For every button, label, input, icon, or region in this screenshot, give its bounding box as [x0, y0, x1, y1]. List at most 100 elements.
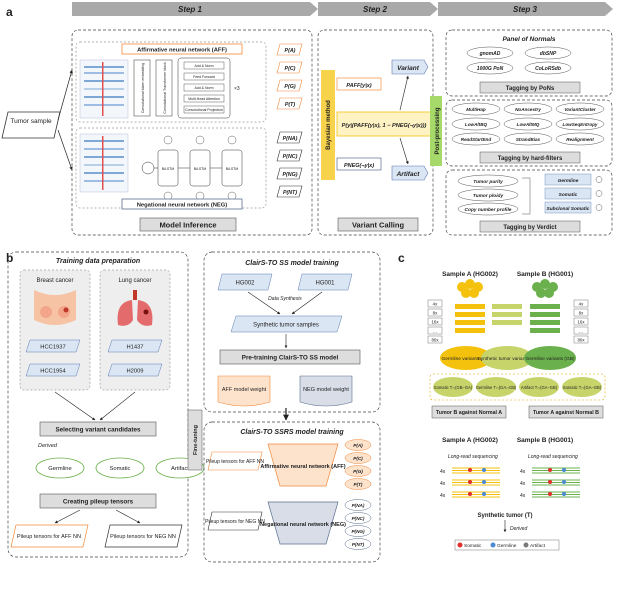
- ffn-block: [183, 72, 225, 81]
- c-cat-2: [519, 377, 559, 397]
- ssrs-aff-out-label-0: P(A): [353, 443, 363, 448]
- c-dot-germline: [562, 468, 566, 472]
- neg-pileup-image: [79, 133, 129, 193]
- pon-box: [445, 29, 613, 97]
- c-dot-somatic: [548, 492, 552, 496]
- variant-calling-label: Variant Calling: [352, 221, 405, 230]
- ssrs-aff-out-label-2: P(G): [353, 469, 363, 474]
- hf-item-label-7: StrandBias: [516, 137, 541, 142]
- lung-label: Lung cancer: [118, 278, 151, 284]
- c-legend-label-1: Germline: [497, 543, 517, 549]
- conv-projection-block: [183, 105, 225, 114]
- tag-pons-box: [479, 81, 581, 94]
- hf-item-label-0: MultiHap: [466, 107, 486, 112]
- c-depth-b-label-0: 4x: [579, 302, 584, 307]
- arrow-to-variant: [399, 75, 409, 111]
- pon-title: Panel of Normals: [502, 36, 555, 43]
- hf-item-label-3: LowAltBQ: [465, 122, 488, 127]
- c-legend-dot-1: [490, 542, 496, 548]
- hf-item-0: [451, 102, 501, 116]
- verdict-box: [445, 169, 613, 236]
- ssrs-aff-out-2: [344, 465, 372, 477]
- hf-item-1: [503, 102, 553, 116]
- c-depth-a-label-0: 4x: [433, 302, 438, 307]
- creating-box: [39, 493, 157, 509]
- c-cats-box: [429, 373, 606, 401]
- p-aff-box: [336, 77, 382, 91]
- mha-label: Multi-Head Attention: [188, 97, 220, 101]
- hf-item-8: [555, 132, 605, 146]
- aff-region: [75, 41, 267, 123]
- neg-output-box-0: [276, 131, 303, 144]
- c-cat-1: [476, 377, 516, 397]
- c-read-depth-a-1: 4x: [440, 481, 446, 487]
- b-cat-0: [35, 457, 85, 479]
- ssrs-aff-trapezoid: [267, 443, 339, 487]
- c-legend-dot-2: [523, 542, 529, 548]
- aff-output-label-0: P(A): [285, 48, 296, 54]
- fine-tuning-label: Fine-tuning: [193, 425, 199, 455]
- hf-item-7: [503, 132, 553, 146]
- ssrs-neg-out-label-3: P(NT): [352, 542, 365, 547]
- c-sample-a: Sample A (HG002): [442, 271, 498, 278]
- c-read-depth-a-0: 4x: [440, 469, 446, 475]
- aff-output-box-1: [276, 61, 303, 74]
- arrow-hg001-syn: [291, 291, 323, 315]
- arrow-breast-select: [54, 391, 96, 421]
- neg-title-box: [121, 198, 243, 210]
- repeat-label: ×3: [234, 86, 240, 92]
- c-against-a: Tumor B against Normal A: [436, 410, 502, 416]
- aff-output-box-2: [276, 79, 303, 92]
- hg001-box: [297, 273, 353, 291]
- ssrs-neg-out-label-2: P(NG): [351, 529, 364, 534]
- c-cluster-a: [457, 279, 483, 298]
- ssrs-aff-label: Affirmative neural network (AFF): [260, 464, 345, 470]
- neg-lstm-cells: [141, 135, 243, 201]
- pon-item-label-3: CoLoRSdb: [535, 66, 561, 72]
- c-against-a-box: [431, 405, 507, 419]
- c-cluster-b: [532, 279, 558, 298]
- formula-box: [336, 111, 432, 137]
- hg002-label: HG002: [235, 281, 255, 287]
- neg-output-label-0: P(NA): [283, 136, 298, 142]
- b-cat-label-0: Germline: [48, 466, 72, 472]
- aff-output-label-1: P(C): [285, 66, 296, 72]
- variant-box: [391, 59, 429, 75]
- c-legend-label-2: Artifact: [530, 543, 546, 549]
- variant-calling-box: [337, 217, 419, 232]
- p-neg-label: PNEG(¬y|x): [344, 163, 374, 169]
- tumor-sample-label: Tumor sample: [10, 118, 52, 125]
- arrow-create-aff: [54, 509, 81, 524]
- data-synthesis-label: Data Synthesis: [268, 296, 302, 302]
- c-depth-a-4: [427, 335, 443, 344]
- neg-output-label-1: P(NC): [283, 154, 298, 160]
- c-germ-a-ellipse: [440, 346, 492, 370]
- c-synthetic: Synthetic tumor variants (T): [478, 356, 537, 362]
- panel-b-label: b: [6, 251, 13, 265]
- artifact-box: [391, 165, 429, 181]
- c-read-depth-a-2: 4x: [440, 493, 446, 499]
- hf-item-6: [451, 132, 501, 146]
- pon-item-label-2: 1000G PoN: [477, 66, 504, 72]
- ss-training-box: [203, 251, 381, 413]
- verdict-input-0: [457, 174, 519, 188]
- c-synthetic-ellipse: [481, 346, 533, 370]
- hf-item-2: [555, 102, 605, 116]
- c-depth-b-label-2: 16x: [577, 320, 585, 325]
- ffn-label: Feed Forward: [193, 75, 215, 79]
- neg-title: Negational neural network (NEG): [137, 203, 228, 209]
- tag-verdict-box: [479, 220, 581, 233]
- post-processing-bar: [430, 96, 442, 166]
- arrow-hg002-syn: [247, 291, 281, 315]
- pileup-neg-label: Pileup tensors for NEG NN: [110, 534, 176, 540]
- variant-label: Variant: [397, 65, 420, 72]
- c-dot-germline: [482, 492, 486, 496]
- c-dot-somatic: [468, 480, 472, 484]
- aff-output-label-2: P(G): [284, 84, 295, 90]
- verdict-output-label-0: Germline: [558, 178, 579, 184]
- c-legend-label-0: Somatic: [464, 543, 482, 549]
- ssrs-aff-out-label-1: P(C): [353, 456, 363, 461]
- bayesian-bar: [321, 70, 335, 180]
- sample-h2009: [107, 363, 163, 377]
- ssrs-neg-trapezoid: [267, 501, 339, 545]
